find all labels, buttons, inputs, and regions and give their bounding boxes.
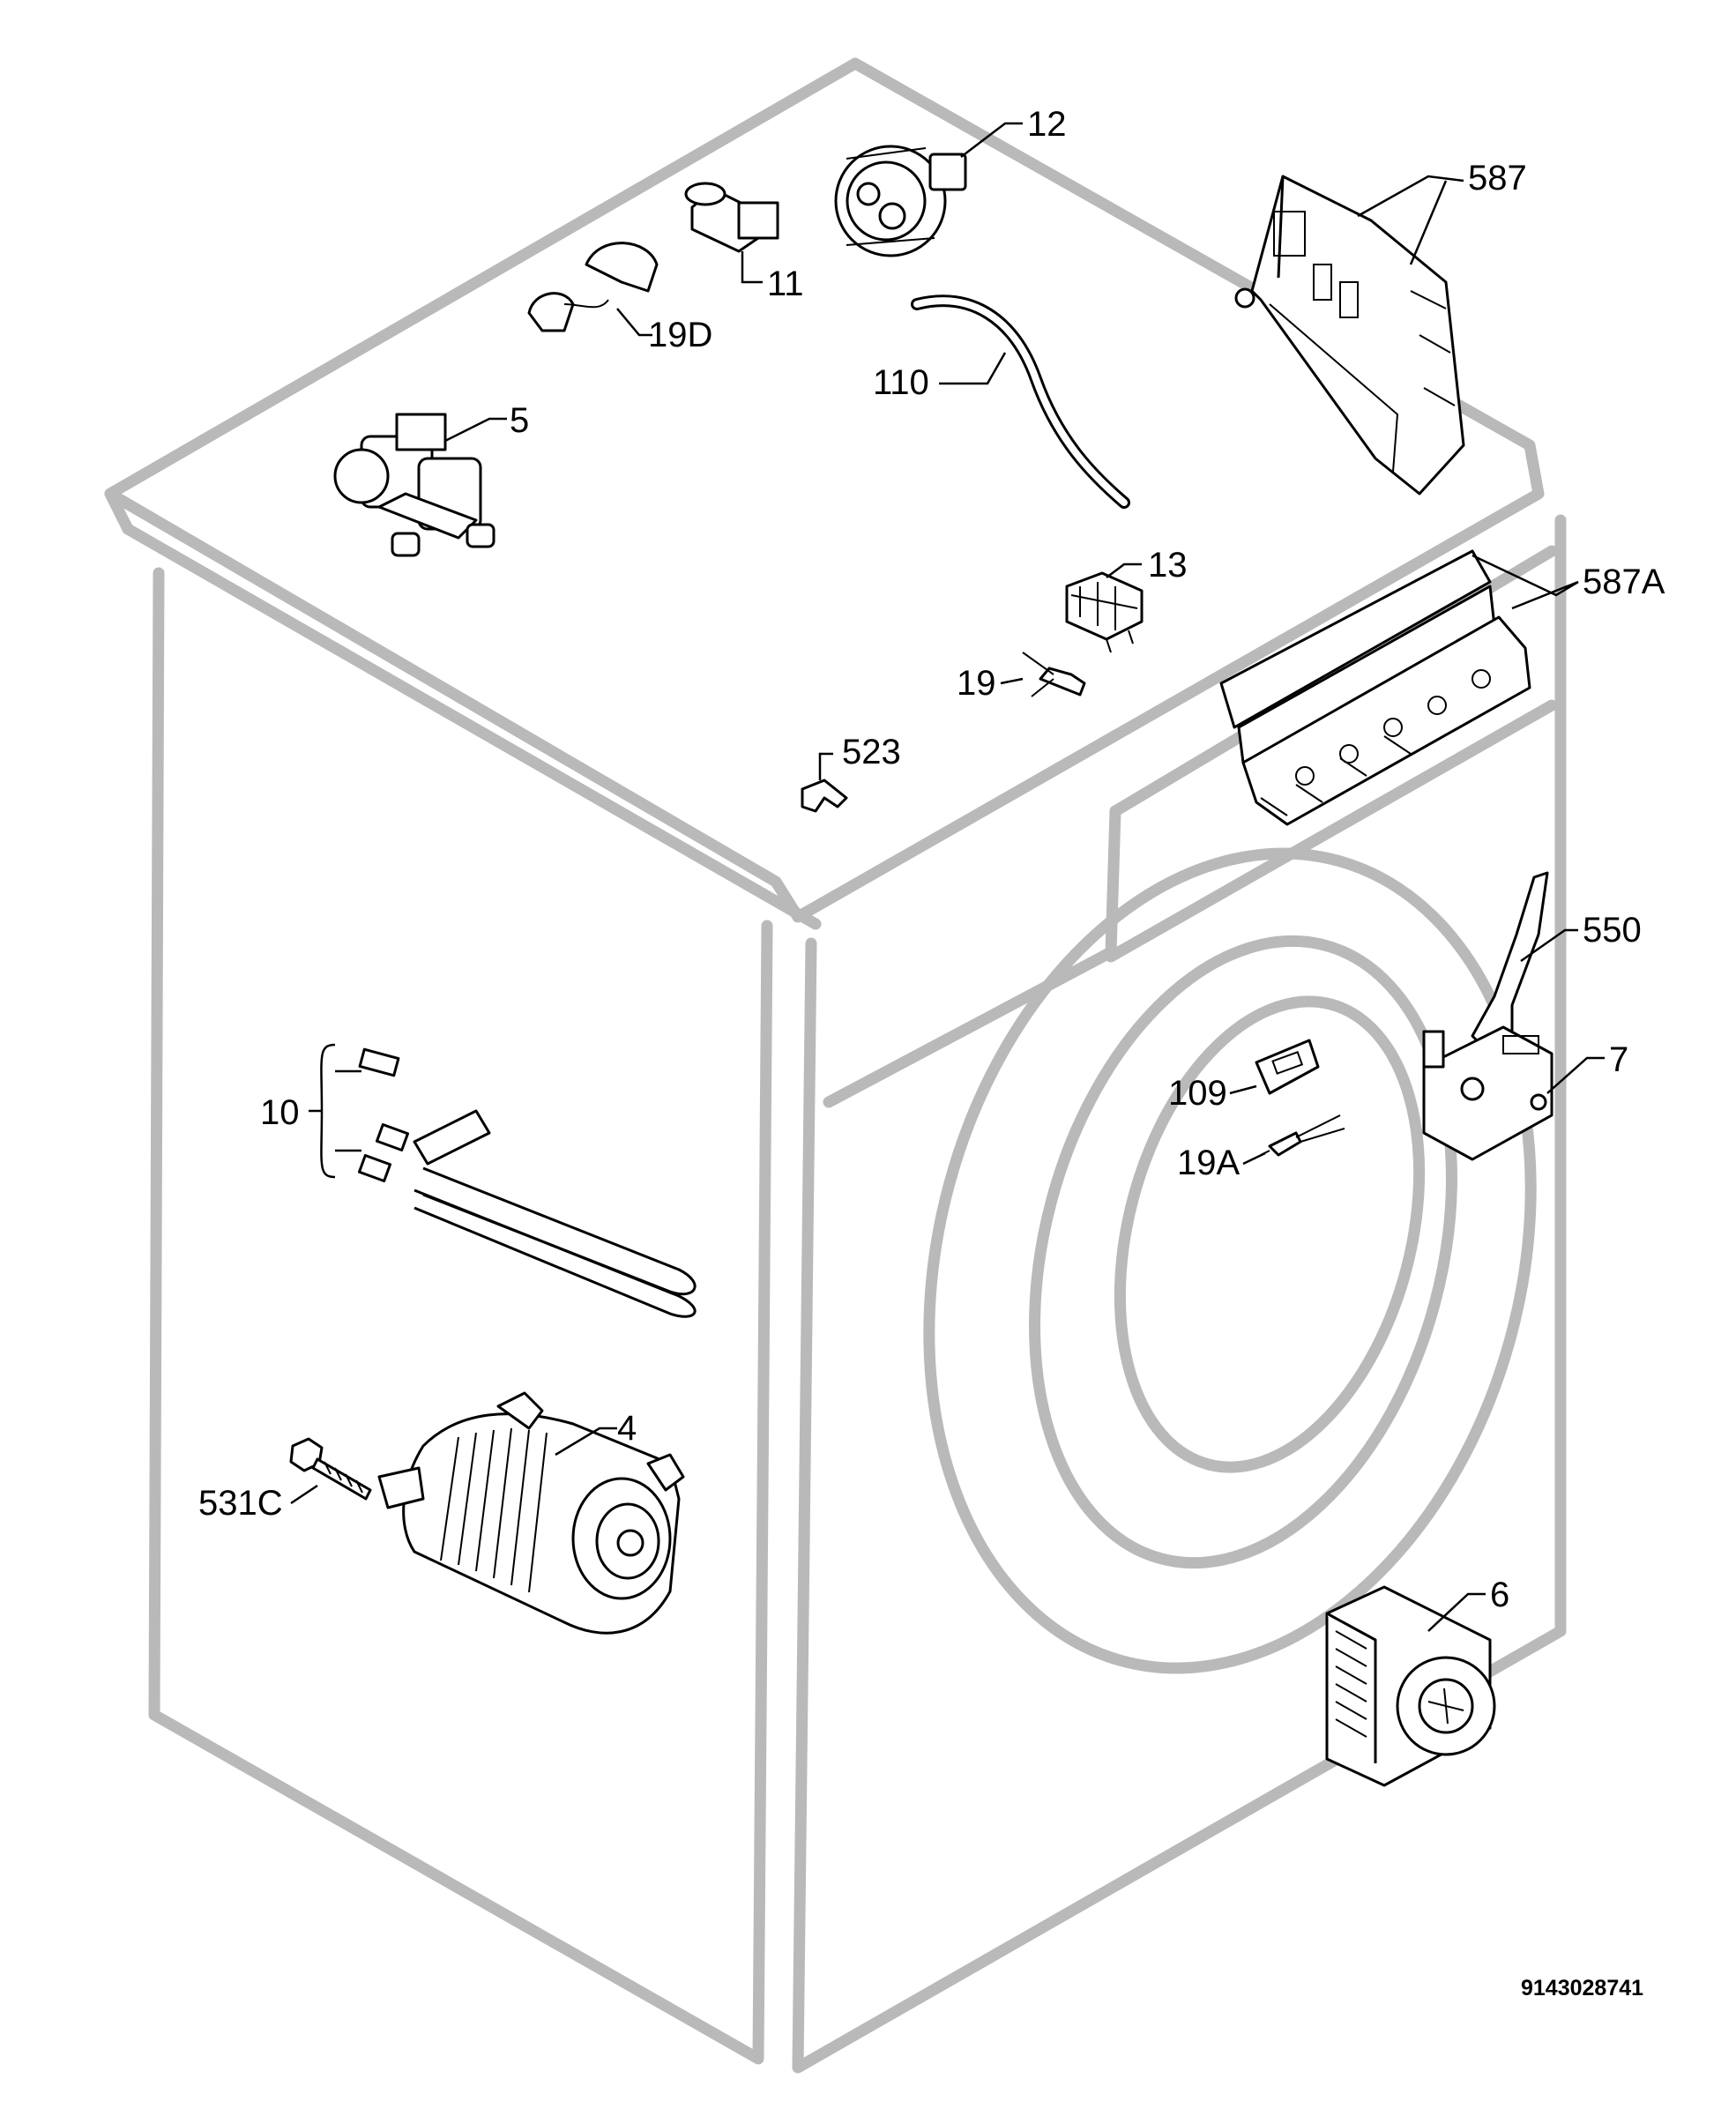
callout-550: 550	[1583, 911, 1642, 950]
motor-icon	[377, 1391, 685, 1635]
mains-switch-icon	[1065, 571, 1144, 653]
clip-icon	[801, 779, 848, 813]
thermistor-icon	[1260, 1114, 1345, 1157]
leader-line-109	[1229, 1084, 1257, 1095]
heating-element-icon	[357, 1047, 697, 1318]
bolt-icon	[289, 1437, 372, 1501]
hose-icon	[911, 294, 1130, 509]
callout-12: 12	[1027, 105, 1067, 144]
callout-531C: 531C	[198, 1484, 283, 1523]
callout-19: 19	[957, 664, 996, 703]
leader-line-19	[1000, 677, 1024, 685]
callout-523: 523	[842, 733, 901, 771]
leader-line-550	[1520, 928, 1578, 963]
callout-5: 5	[510, 401, 529, 440]
washing-machine-cabinet	[104, 57, 1567, 2074]
callout-19D: 19D	[648, 316, 712, 354]
callout-4: 4	[617, 1409, 637, 1448]
callout-13: 13	[1148, 546, 1188, 585]
main-control-board-icon	[1234, 175, 1465, 495]
callout-587A: 587A	[1583, 563, 1665, 601]
display-board-icon	[1219, 549, 1531, 826]
leader-line-11	[741, 251, 763, 284]
leader-line-110	[939, 352, 1007, 385]
capacitor-icon	[684, 182, 779, 253]
leader-line-5	[444, 417, 507, 443]
door-handle-icon	[1471, 871, 1549, 1055]
leader-bracket-10	[309, 1043, 361, 1179]
thermistor-icon	[1022, 652, 1086, 697]
door-interlock-icon	[1422, 1025, 1553, 1161]
leader-line-587	[1357, 175, 1464, 265]
drain-pump-icon	[1325, 1585, 1496, 1787]
pressure-switch-icon	[834, 145, 967, 257]
callout-587: 587	[1468, 159, 1527, 197]
leader-line-6	[1427, 1592, 1486, 1632]
leader-line-587A	[1472, 554, 1579, 610]
leader-line-19D	[616, 308, 652, 337]
clip-icon	[1255, 1039, 1320, 1095]
sensor-bracket-icon	[527, 242, 659, 332]
inlet-valve-icon	[333, 413, 495, 557]
leader-line-7	[1546, 1056, 1605, 1094]
callout-109: 109	[1168, 1074, 1227, 1113]
leader-line-13	[1106, 563, 1142, 578]
leader-line-4	[555, 1427, 617, 1457]
callout-11: 11	[767, 264, 804, 303]
leader-line-531C	[290, 1484, 318, 1505]
callout-19A: 19A	[1177, 1144, 1240, 1182]
leader-line-523	[818, 752, 833, 780]
leader-line-19A	[1242, 1151, 1266, 1166]
callout-10: 10	[260, 1093, 300, 1132]
callout-6: 6	[1490, 1576, 1509, 1614]
leader-line-12	[960, 122, 1023, 158]
callout-7: 7	[1609, 1040, 1628, 1079]
document-number: 9143028741	[1521, 1976, 1643, 2001]
callout-110: 110	[873, 363, 929, 402]
